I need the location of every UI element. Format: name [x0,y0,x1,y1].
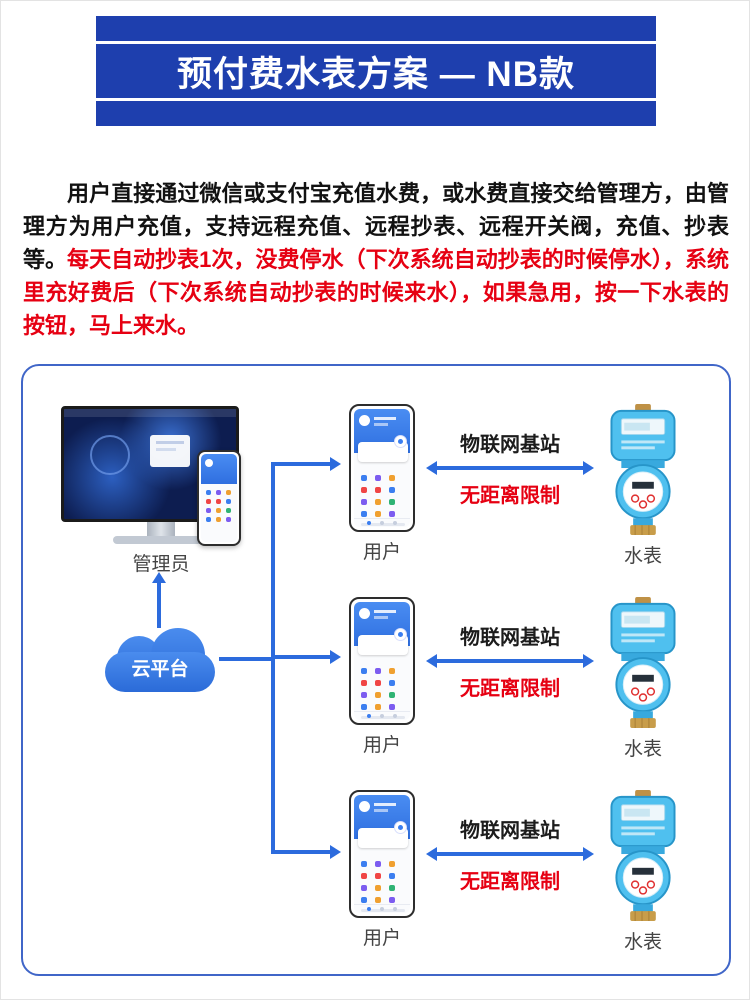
water-meter-illustration [610,790,676,922]
user-label: 用户 [362,735,401,756]
intro-paragraph: 用户直接通过微信或支付宝充值水费，或水费直接交给管理方，由管理方为用户充值，支持… [23,177,729,342]
user-phone-mockup [349,404,415,532]
avatar [359,801,370,812]
admin-monitor-illustration [61,406,239,522]
iot-station-label: 物联网基站 [460,434,560,456]
user-phone-screen [354,602,410,720]
no-distance-limit-label: 无距离限制 [460,678,560,700]
admin-phone-screen [201,454,237,542]
branch-arrow-row-3 [271,850,331,854]
no-distance-limit-label: 无距离限制 [460,485,560,507]
user-phone-mockup [349,790,415,918]
admin-station: 管理员 [61,406,261,576]
user-phone-navbar [354,904,410,913]
user-phone-navbar [354,711,410,720]
intro-text-red: 每天自动抄表1次，没费停水（下次系统自动抄表的时候停水），系统里充好费后（下次系… [23,247,729,338]
solution-diagram: 管理员 云平台 [21,364,731,976]
user-label: 用户 [362,542,401,563]
user-phone-card [358,828,408,848]
page-title: 预付费水表方案 — NB款 [176,54,575,94]
admin-phone-mockup [197,450,241,546]
user-phone-screen [354,409,410,527]
admin-label: 管理员 [132,554,190,575]
user-phone-navbar [354,518,410,527]
user-phone-app-grid [354,853,410,903]
water-meter-illustration [610,404,676,536]
iot-station-label: 物联网基站 [460,627,560,649]
meter-label: 水表 [623,932,662,953]
meter-label: 水表 [623,546,662,567]
wireless-link-arrow [436,852,584,856]
title-banner: 预付费水表方案 — NB款 [96,16,656,126]
avatar [359,415,370,426]
wireless-link-arrow [436,466,584,470]
admin-phone-app-grid [201,484,237,522]
monitor-login-card [150,435,190,467]
user-label: 用户 [362,928,401,949]
monitor-stand-base [113,536,209,544]
avatar [359,608,370,619]
cloud-platform: 云平台 [101,628,219,694]
device-row: 用户 物联网基站 无距离限制 [345,404,685,579]
user-phone-card [358,635,408,655]
monitor-stand-neck [147,522,175,536]
user-phone-mockup [349,597,415,725]
device-row: 用户 物联网基站 无距离限制 [345,790,685,965]
device-row: 用户 物联网基站 无距离限制 [345,597,685,772]
iot-station-label: 物联网基站 [460,820,560,842]
water-meter-illustration [610,597,676,729]
user-phone-app-grid [354,660,410,710]
user-phone-screen [354,795,410,913]
avatar-badge [394,628,407,641]
monitor-dashboard-ring [90,435,130,475]
meter-label: 水表 [623,739,662,760]
cloud-label: 云平台 [131,658,189,680]
no-distance-limit-label: 无距离限制 [460,871,560,893]
intro-text-black: 用户直接通过微信或支付宝充值水费，或水费直接交给管理方，由管理方为用户充值，支持… [23,181,729,272]
branch-arrow-row-2 [271,655,331,659]
user-phone-app-grid [354,467,410,517]
avatar-badge [394,821,407,834]
cloud-to-admin-arrow [157,582,161,628]
branch-arrow-row-1 [271,462,331,466]
user-phone-card [358,442,408,462]
wireless-link-arrow [436,659,584,663]
avatar [205,459,213,467]
avatar-badge [394,435,407,448]
cloud-branch-line [219,657,273,661]
monitor-topbar [64,409,236,417]
